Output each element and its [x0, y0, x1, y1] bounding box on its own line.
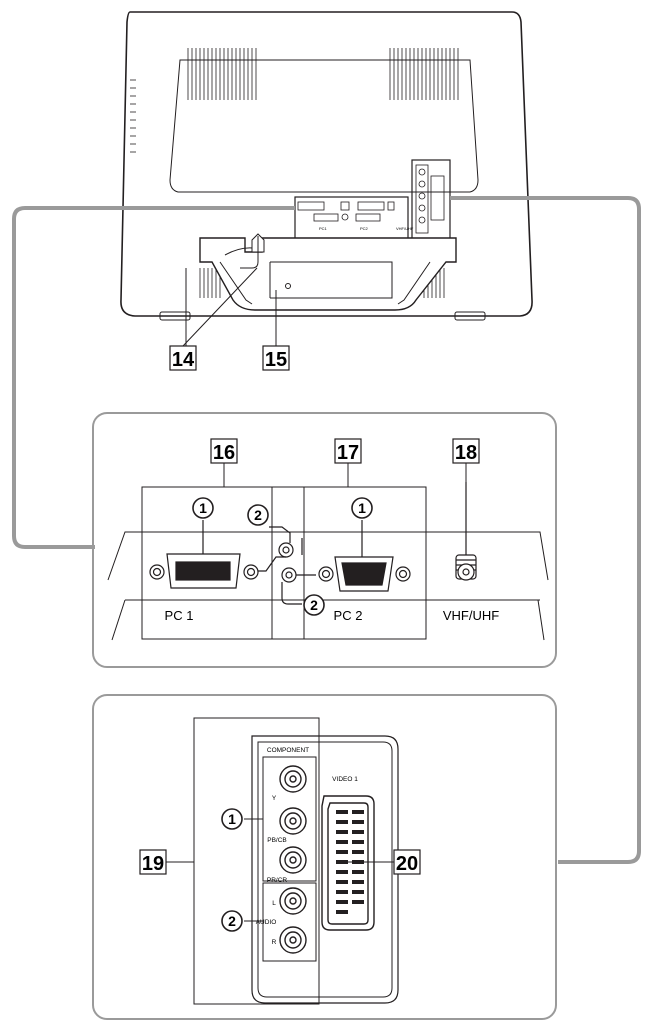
callout-19: 19	[139, 849, 167, 875]
label-audio-r: R	[272, 939, 277, 946]
callout-20-label: 20	[396, 853, 418, 875]
marker-pc2-audio-2: 2	[303, 594, 325, 616]
callout-16: 16	[210, 438, 238, 487]
rear-print-vhf-uhf: VHF/UHF	[396, 226, 414, 231]
label-pb-cb: PB/CB	[267, 837, 287, 844]
callout-15: 15	[262, 345, 290, 371]
vga-connector	[318, 520, 411, 592]
marker-vga-1-label: 1	[358, 500, 366, 516]
marker-audio-2: 2	[221, 910, 243, 932]
scart-connector	[321, 795, 375, 931]
rear-print-pc1: PC1	[319, 226, 328, 231]
monitor-rear-view	[120, 11, 533, 347]
marker-vga-1: 1	[351, 497, 373, 519]
marker-component-1-label: 1	[228, 811, 236, 827]
marker-component-1: 1	[221, 808, 243, 830]
rca-jack-pb	[279, 807, 307, 835]
rca-jack-audio-l	[279, 887, 307, 915]
callout-14-label: 14	[172, 349, 195, 371]
marker-audio-2-label: 2	[228, 913, 236, 929]
callout-19-label: 19	[142, 853, 164, 875]
pc2-audio-jack	[281, 538, 316, 605]
av-input-panel	[92, 694, 557, 1020]
callout-14: 14	[169, 345, 197, 371]
label-pc1: PC 1	[165, 608, 194, 623]
pc1-audio-jack	[258, 526, 294, 572]
rca-jack-audio-r	[279, 926, 307, 954]
dvi-connector	[149, 520, 259, 589]
rear-print-labels: PC1 PC2 VHF/UHF	[319, 226, 414, 231]
label-y: Y	[272, 795, 277, 802]
rf-connector	[455, 482, 477, 581]
pc-input-panel	[92, 412, 557, 668]
marker-pc1-audio-2-label: 2	[254, 507, 262, 523]
callout-18-label: 18	[455, 442, 477, 464]
marker-dvi-1-label: 1	[199, 500, 207, 516]
marker-dvi-1: 1	[192, 497, 214, 519]
label-pc2: PC 2	[334, 608, 363, 623]
rear-print-pc2: PC2	[360, 226, 369, 231]
label-video1: VIDEO 1	[332, 776, 358, 783]
label-vhf-uhf: VHF/UHF	[443, 608, 499, 623]
callout-18: 18	[452, 438, 480, 555]
label-pr-cr: PR/CR	[267, 877, 288, 884]
callout-15-label: 15	[265, 349, 287, 371]
callout-20: 20	[393, 849, 421, 875]
marker-pc1-audio-2: 2	[247, 504, 269, 526]
label-audio: AUDIO	[256, 919, 277, 926]
rca-jack-y	[279, 765, 307, 793]
label-audio-l: L	[272, 900, 276, 907]
zoom-connector-lines	[12, 196, 641, 864]
callout-16-label: 16	[213, 442, 235, 464]
callout-17-label: 17	[337, 442, 359, 464]
callout-17: 17	[334, 438, 362, 487]
av-panel-labels: COMPONENT Y PB/CB PR/CR L AUDIO R VIDEO …	[256, 747, 359, 946]
label-component: COMPONENT	[267, 747, 309, 754]
marker-pc2-audio-2-label: 2	[310, 597, 318, 613]
rca-jack-pr	[279, 846, 307, 874]
